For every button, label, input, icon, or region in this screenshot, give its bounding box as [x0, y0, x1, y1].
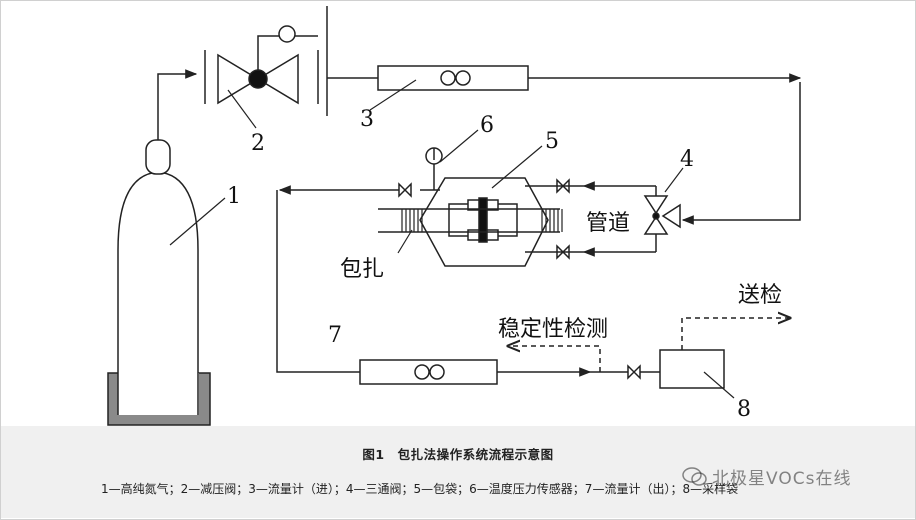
leader-lines [169, 79, 735, 399]
figure-caption: 图1 包扎法操作系统流程示意图 [362, 447, 554, 462]
three-way-valve [643, 186, 681, 252]
label-6: 6 [480, 113, 494, 138]
label-3: 3 [360, 107, 374, 132]
pipeline [378, 208, 563, 233]
label-1: 1 [227, 184, 241, 209]
label-2: 2 [251, 131, 265, 156]
wrap-bag [419, 177, 549, 267]
label-7: 7 [328, 323, 342, 348]
sampling-bag [659, 349, 725, 389]
sampling-valve [627, 364, 641, 380]
label-4: 4 [680, 147, 694, 172]
flowmeter-in [377, 65, 529, 91]
watermark: 北极星VOCs在线 [682, 464, 851, 489]
label-wrap: 包扎 [340, 257, 384, 282]
temperature-pressure-sensor [425, 147, 443, 190]
stability-branch [508, 346, 601, 372]
label-5: 5 [545, 129, 559, 154]
pipe-cylinder-to-valve [157, 69, 198, 140]
label-pipeline: 管道 [586, 211, 630, 236]
label-send: 送检 [738, 283, 782, 308]
caption-band [1, 426, 915, 518]
figure-legend: 1—高纯氮气；2—减压阀；3—流量计（进）；4—三通阀；5—包袋；6—温度压力传… [101, 482, 739, 496]
label-stability: 稳定性检测 [498, 317, 608, 342]
flow-diagram: 1 2 3 4 5 6 7 8 管道 包扎 稳定性检测 送检 [107, 6, 802, 426]
watermark-text: 北极星VOCs在线 [712, 469, 852, 489]
bag-outlet-valve [278, 182, 440, 198]
flowmeter-out [359, 359, 498, 385]
label-8: 8 [737, 397, 751, 422]
wechat-icon [682, 467, 707, 486]
nitrogen-cylinder [107, 139, 211, 426]
bag-inlet-valves [525, 178, 584, 260]
pressure-reducing-valve [204, 6, 328, 116]
send-branch [681, 318, 790, 350]
